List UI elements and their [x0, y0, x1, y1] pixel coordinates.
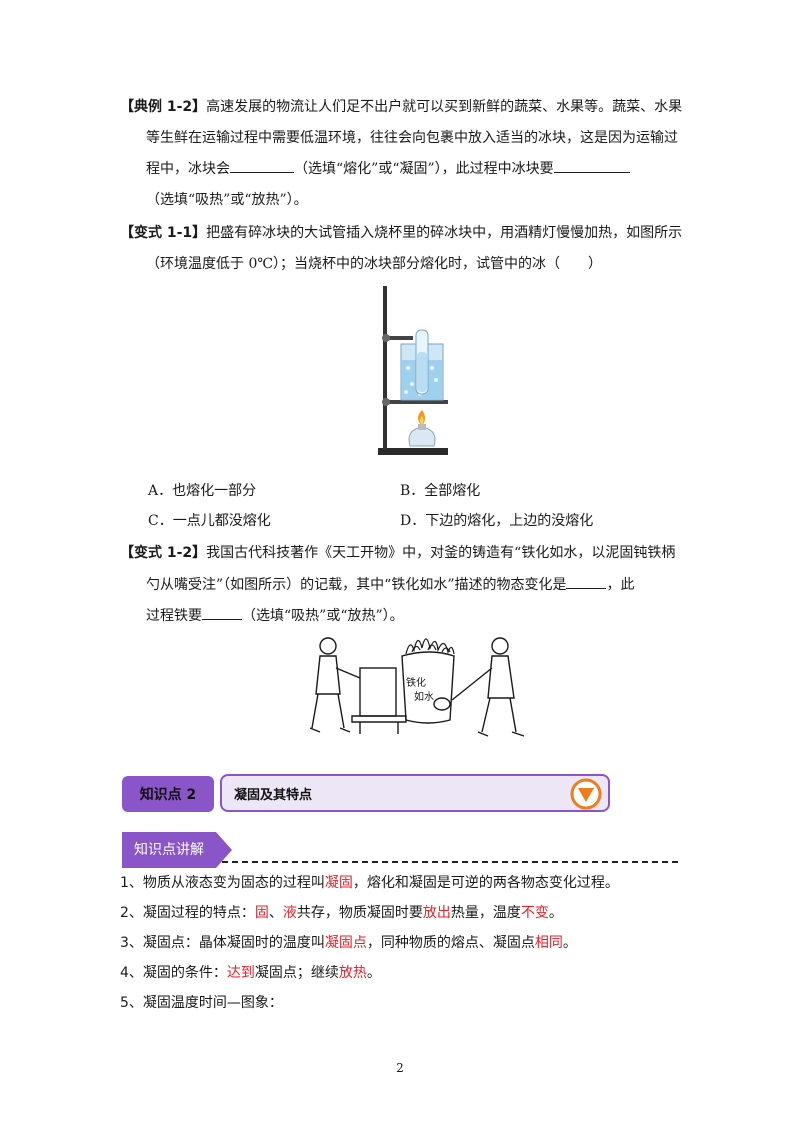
example-1-2-line-4: （选填“吸热”或“放热”）。 — [146, 192, 308, 208]
casting-illustration: 铁化 如水 — [309, 637, 525, 737]
knowledge-point-badge: 知识点 2 — [122, 776, 214, 812]
down-triangle-icon[interactable] — [570, 778, 602, 810]
heating-apparatus-figure — [378, 286, 448, 455]
point-3: 3、凝固点：晶体凝固时的温度叫凝固点，同种物质的熔点、凝固点相同。 — [120, 935, 577, 951]
example-1-2-line-3: 程中，冰块会（选填“熔化”或“凝固”），此过程中冰块要 — [146, 158, 630, 180]
casting-label-2: 如水 — [414, 690, 434, 703]
ribbon-label: 知识点讲解 — [134, 842, 204, 858]
example-1-2-tag: 【典例 1-2】 — [120, 99, 207, 115]
answer-blank-3[interactable] — [566, 574, 607, 589]
option-d[interactable]: D．下边的熔化，上边的没熔化 — [400, 513, 594, 529]
answer-blank-1[interactable] — [230, 158, 294, 173]
variant-1-2-line-3: 过程铁要（选填“吸热”或“放热”）。 — [146, 605, 404, 627]
variant-1-1-tag: 【变式 1-1】 — [120, 225, 207, 241]
point-2: 2、凝固过程的特点：固、液共存，物质凝固时要放出热量，温度不变。 — [120, 905, 563, 921]
variant-1-1-line-2: （环境温度低于 0℃）；当烧杯中的冰块部分熔化时，试管中的冰（ ） — [146, 256, 603, 272]
casting-label-1: 铁化 — [406, 676, 426, 689]
point-4: 4、凝固的条件：达到凝固点；继续放热。 — [120, 965, 381, 981]
option-c[interactable]: C．一点儿都没熔化 — [148, 513, 271, 529]
knowledge-point-title: 凝固及其特点 — [234, 787, 313, 803]
option-a[interactable]: A．也熔化一部分 — [148, 483, 257, 499]
knowledge-point-title-bar[interactable]: 凝固及其特点 — [220, 774, 610, 812]
page-number: 2 — [396, 1061, 404, 1075]
example-1-2-line-2: 等生鲜在运输过程中需要低温环境，往往会向包裹中放入适当的冰块，这是因为运输过 — [146, 130, 678, 146]
point-1: 1、物质从液态变为固态的过程叫凝固，熔化和凝固是可逆的两各物态变化过程。 — [120, 875, 619, 891]
dashed-divider — [222, 861, 678, 863]
variant-1-2-line-1: 【变式 1-2】我国古代科技著作《天工开物》中，对釜的铸造有“铁化如水，以泥固钝… — [120, 545, 676, 561]
variant-1-1-line-1: 【变式 1-1】把盛有碎冰块的大试管插入烧杯里的碎冰块中，用酒精灯慢慢加热，如图… — [120, 225, 683, 241]
variant-1-2-tag: 【变式 1-2】 — [120, 545, 207, 561]
variant-1-2-line-2: 勺从嘴受注”（如图所示）的记载，其中“铁化如水”描述的物态变化是，此 — [146, 574, 634, 596]
section-ribbon — [122, 832, 232, 868]
answer-blank-4[interactable] — [202, 605, 242, 620]
answer-blank-2[interactable] — [553, 158, 630, 173]
example-1-2-line-1: 【典例 1-2】高速发展的物流让人们足不出户就可以买到新鲜的蔬菜、水果等。蔬菜、… — [120, 99, 683, 115]
option-b[interactable]: B．全部熔化 — [400, 483, 481, 499]
point-5: 5、凝固温度时间—图象： — [120, 995, 283, 1011]
